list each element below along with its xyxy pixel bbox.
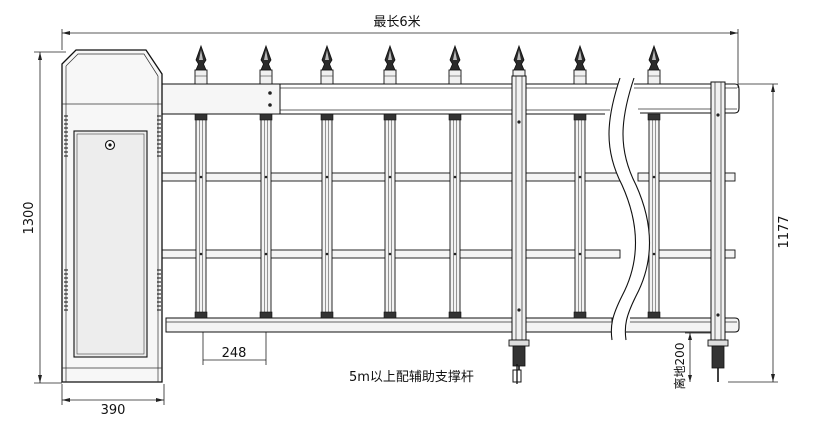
- vertical-bar: [194, 113, 208, 319]
- left-height-label: 1300: [22, 201, 37, 234]
- vertical-bars: [194, 113, 661, 319]
- spear-tip: [194, 44, 208, 85]
- bottom-boom-beam: [165, 317, 740, 333]
- spear-tip: [259, 44, 273, 85]
- post-spacing-label: 248: [222, 346, 247, 361]
- top-boom-beam: [161, 83, 740, 115]
- vertical-bar: [647, 113, 661, 319]
- spear-tip: [320, 44, 334, 85]
- spear-tip: [383, 44, 397, 85]
- support-rod-middle: [508, 75, 530, 378]
- spear-tip: [647, 44, 661, 85]
- base-width-label: 390: [101, 403, 126, 417]
- break-symbol: [608, 77, 650, 341]
- top-dimension: 最长6米: [61, 15, 739, 88]
- cabinet-vents: [64, 115, 161, 311]
- gate-cabinet: [61, 49, 163, 383]
- vertical-bar: [573, 113, 587, 319]
- ground-clearance-dimension: 离地200: [672, 332, 712, 390]
- right-height-dimension: 1177: [728, 83, 792, 383]
- base-width-dimension: 390: [61, 384, 165, 418]
- vertical-bar: [448, 113, 462, 319]
- spear-tip: [573, 44, 587, 85]
- vertical-bar: [259, 113, 273, 319]
- cabinet-door: [73, 130, 148, 358]
- left-height-dimension: 1300: [22, 51, 66, 384]
- vertical-bar: [383, 113, 397, 319]
- support-rod-end: [707, 81, 729, 382]
- support-rod-icon: [512, 364, 522, 384]
- right-height-label: 1177: [777, 215, 792, 248]
- spear-tip: [448, 44, 462, 85]
- vertical-bar: [320, 113, 334, 319]
- spear-tips: [194, 44, 661, 85]
- top-dimension-label: 最长6米: [373, 15, 420, 30]
- ground-clearance-label: 离地200: [672, 343, 687, 390]
- post-spacing-dimension: 248: [202, 322, 267, 365]
- lock-icon: [104, 139, 116, 151]
- support-note: 5m以上配辅助支撑杆: [349, 370, 474, 385]
